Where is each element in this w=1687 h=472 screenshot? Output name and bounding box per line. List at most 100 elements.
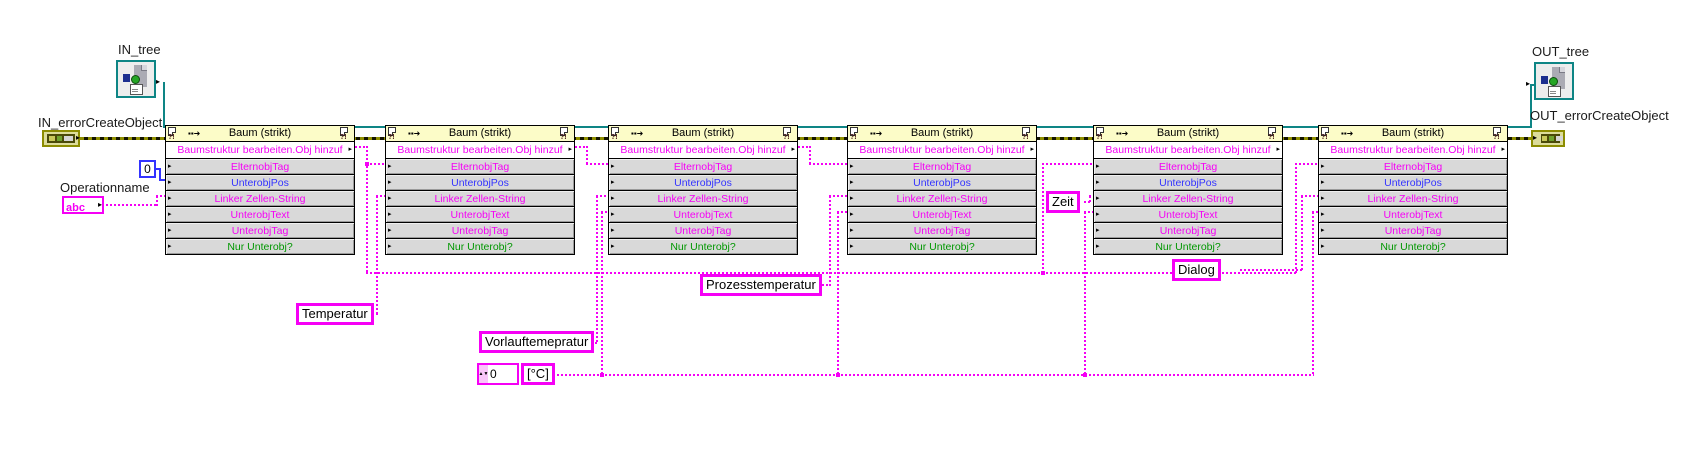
invoke-node-param-row[interactable]: ▸Nur Unterobj? — [166, 238, 354, 254]
string-wire-elternobjtag-2[interactable] — [366, 163, 386, 165]
in-tree-terminal[interactable] — [116, 60, 156, 98]
string-wire-temperatur[interactable] — [376, 195, 386, 197]
invoke-node-header[interactable]: ?!▪▪➜Baum (strikt)?! — [1319, 126, 1507, 142]
string-wire-vorlauf[interactable] — [596, 196, 598, 344]
string-wire-unit-6[interactable] — [1312, 212, 1314, 376]
dialog-constant[interactable]: Dialog — [1172, 259, 1221, 281]
invoke-node-param-row[interactable]: ▸UnterobjTag — [848, 222, 1036, 238]
invoke-node-param-row[interactable]: ▸UnterobjText — [848, 206, 1036, 222]
invoke-node-param-row[interactable]: ▸UnterobjText — [1094, 206, 1282, 222]
string-wire-dialog[interactable] — [1240, 269, 1303, 271]
string-wire-operationname[interactable] — [102, 204, 158, 206]
invoke-node-baum-5[interactable]: ?!▪▪➜Baum (strikt)?!Baumstruktur bearbei… — [1093, 125, 1283, 255]
string-wire-elternobjtag-5[interactable] — [1042, 163, 1044, 273]
invoke-node-param-row[interactable]: ▸UnterobjText — [386, 206, 574, 222]
invoke-node-baum-3[interactable]: ?!▪▪➜Baum (strikt)?!Baumstruktur bearbei… — [608, 125, 798, 255]
invoke-node-baum-2[interactable]: ?!▪▪➜Baum (strikt)?!Baumstruktur bearbei… — [385, 125, 575, 255]
string-wire-unit-4[interactable] — [837, 211, 848, 213]
invoke-node-param-row[interactable]: ▸Nur Unterobj? — [1319, 238, 1507, 254]
string-wire-operationname[interactable] — [156, 196, 158, 206]
string-wire-unit-bus[interactable] — [557, 374, 1314, 376]
string-wire-dialog[interactable] — [1301, 195, 1319, 197]
invoke-node-param-row[interactable]: ▸UnterobjPos — [166, 174, 354, 190]
invoke-node-method-row[interactable]: Baumstruktur bearbeiten.Obj hinzuf▸ — [609, 142, 797, 158]
string-wire-bus[interactable] — [366, 272, 1297, 274]
string-wire-vorlauf[interactable] — [596, 195, 609, 197]
invoke-node-param-row[interactable]: ▸UnterobjTag — [1094, 222, 1282, 238]
invoke-node-header[interactable]: ?!▪▪➜Baum (strikt)?! — [386, 126, 574, 142]
invoke-node-param-row[interactable]: ▸UnterobjText — [166, 206, 354, 222]
unit-count-constant[interactable]: ▲▼ 0 — [477, 363, 519, 385]
string-wire-hinzuf-out-2[interactable] — [586, 146, 588, 164]
invoke-node-param-row[interactable]: ▸Nur Unterobj? — [609, 238, 797, 254]
out-tree-terminal[interactable] — [1534, 62, 1574, 100]
invoke-node-param-row[interactable]: ▸UnterobjPos — [609, 174, 797, 190]
string-wire-zeit[interactable] — [1084, 201, 1091, 203]
string-wire-operationname[interactable] — [156, 195, 166, 197]
tree-refnum-wire[interactable] — [163, 82, 165, 128]
string-wire-prozess[interactable] — [829, 195, 848, 197]
string-wire-temperatur[interactable] — [376, 196, 378, 315]
string-wire-unit-4[interactable] — [837, 212, 839, 376]
invoke-node-param-row[interactable]: ▸UnterobjPos — [848, 174, 1036, 190]
prozesstemperatur-constant[interactable]: Prozesstemperatur — [700, 274, 822, 296]
unit-constant[interactable]: [°C] — [521, 363, 555, 385]
invoke-node-baum-1[interactable]: ?!▪▪➜Baum (strikt)?!Baumstruktur bearbei… — [165, 125, 355, 255]
unterobjpos-constant[interactable]: 0 — [139, 160, 156, 178]
invoke-node-param-row[interactable]: ▸ElternobjTag — [1094, 158, 1282, 174]
in-error-terminal[interactable] — [42, 130, 80, 147]
invoke-node-param-row[interactable]: ▸UnterobjText — [1319, 206, 1507, 222]
string-wire-zeit[interactable] — [1089, 195, 1094, 197]
tree-refnum-wire[interactable] — [1530, 84, 1536, 86]
string-wire-unit-3[interactable] — [601, 212, 603, 376]
string-wire-prozess[interactable] — [829, 196, 831, 286]
spinner-arrows-icon[interactable]: ▲▼ — [479, 365, 488, 383]
string-wire-hinzuf-out-3[interactable] — [798, 146, 811, 148]
invoke-node-header[interactable]: ?!▪▪➜Baum (strikt)?! — [609, 126, 797, 142]
invoke-node-param-row[interactable]: ▸Nur Unterobj? — [1094, 238, 1282, 254]
int-wire[interactable] — [155, 168, 161, 170]
invoke-node-param-row[interactable]: ▸Linker Zellen-String — [609, 190, 797, 206]
string-wire-dialog[interactable] — [1301, 196, 1303, 271]
invoke-node-method-row[interactable]: Baumstruktur bearbeiten.Obj hinzuf▸ — [166, 142, 354, 158]
vorlauftemepratur-constant[interactable]: Vorlauftemepratur — [479, 331, 595, 353]
invoke-node-param-row[interactable]: ▸Linker Zellen-String — [1319, 190, 1507, 206]
tree-refnum-wire[interactable] — [1530, 84, 1532, 128]
invoke-node-param-row[interactable]: ▸UnterobjPos — [1319, 174, 1507, 190]
string-wire-hinzuf-out-2[interactable] — [575, 146, 588, 148]
invoke-node-param-row[interactable]: ▸ElternobjTag — [609, 158, 797, 174]
string-wire-hinzuf-out-1[interactable] — [366, 146, 368, 274]
invoke-node-param-row[interactable]: ▸UnterobjTag — [609, 222, 797, 238]
string-wire-hinzuf-out-3[interactable] — [809, 146, 811, 164]
string-wire-elternobjtag-6[interactable] — [1295, 163, 1319, 165]
invoke-node-param-row[interactable]: ▸Linker Zellen-String — [386, 190, 574, 206]
invoke-node-param-row[interactable]: ▸ElternobjTag — [1319, 158, 1507, 174]
string-wire-unit-6[interactable] — [1312, 211, 1319, 213]
invoke-node-param-row[interactable]: ▸ElternobjTag — [848, 158, 1036, 174]
invoke-node-param-row[interactable]: ▸Linker Zellen-String — [166, 190, 354, 206]
invoke-node-method-row[interactable]: Baumstruktur bearbeiten.Obj hinzuf▸ — [386, 142, 574, 158]
int-wire[interactable] — [159, 168, 161, 181]
invoke-node-method-row[interactable]: Baumstruktur bearbeiten.Obj hinzuf▸ — [1319, 142, 1507, 158]
string-wire-hinzuf-out-1[interactable] — [355, 146, 368, 148]
string-wire-elternobjtag-3[interactable] — [586, 163, 609, 165]
invoke-node-param-row[interactable]: ▸UnterobjPos — [386, 174, 574, 190]
zeit-constant[interactable]: Zeit — [1046, 191, 1080, 213]
string-wire-elternobjtag-5[interactable] — [1042, 163, 1094, 165]
invoke-node-baum-4[interactable]: ?!▪▪➜Baum (strikt)?!Baumstruktur bearbei… — [847, 125, 1037, 255]
invoke-node-header[interactable]: ?!▪▪➜Baum (strikt)?! — [166, 126, 354, 142]
string-wire-prozess[interactable] — [814, 284, 831, 286]
invoke-node-param-row[interactable]: ▸Linker Zellen-String — [848, 190, 1036, 206]
invoke-node-param-row[interactable]: ▸UnterobjPos — [1094, 174, 1282, 190]
invoke-node-param-row[interactable]: ▸UnterobjTag — [386, 222, 574, 238]
invoke-node-param-row[interactable]: ▸UnterobjTag — [166, 222, 354, 238]
string-wire-unit-5[interactable] — [1084, 211, 1094, 213]
out-error-terminal[interactable] — [1531, 130, 1565, 147]
invoke-node-param-row[interactable]: ▸ElternobjTag — [386, 158, 574, 174]
invoke-node-header[interactable]: ?!▪▪➜Baum (strikt)?! — [848, 126, 1036, 142]
operationname-string-constant[interactable]: abc ▸ — [62, 196, 104, 214]
invoke-node-header[interactable]: ?!▪▪➜Baum (strikt)?! — [1094, 126, 1282, 142]
invoke-node-method-row[interactable]: Baumstruktur bearbeiten.Obj hinzuf▸ — [1094, 142, 1282, 158]
int-wire[interactable] — [159, 179, 166, 181]
string-wire-unit-3[interactable] — [601, 211, 609, 213]
